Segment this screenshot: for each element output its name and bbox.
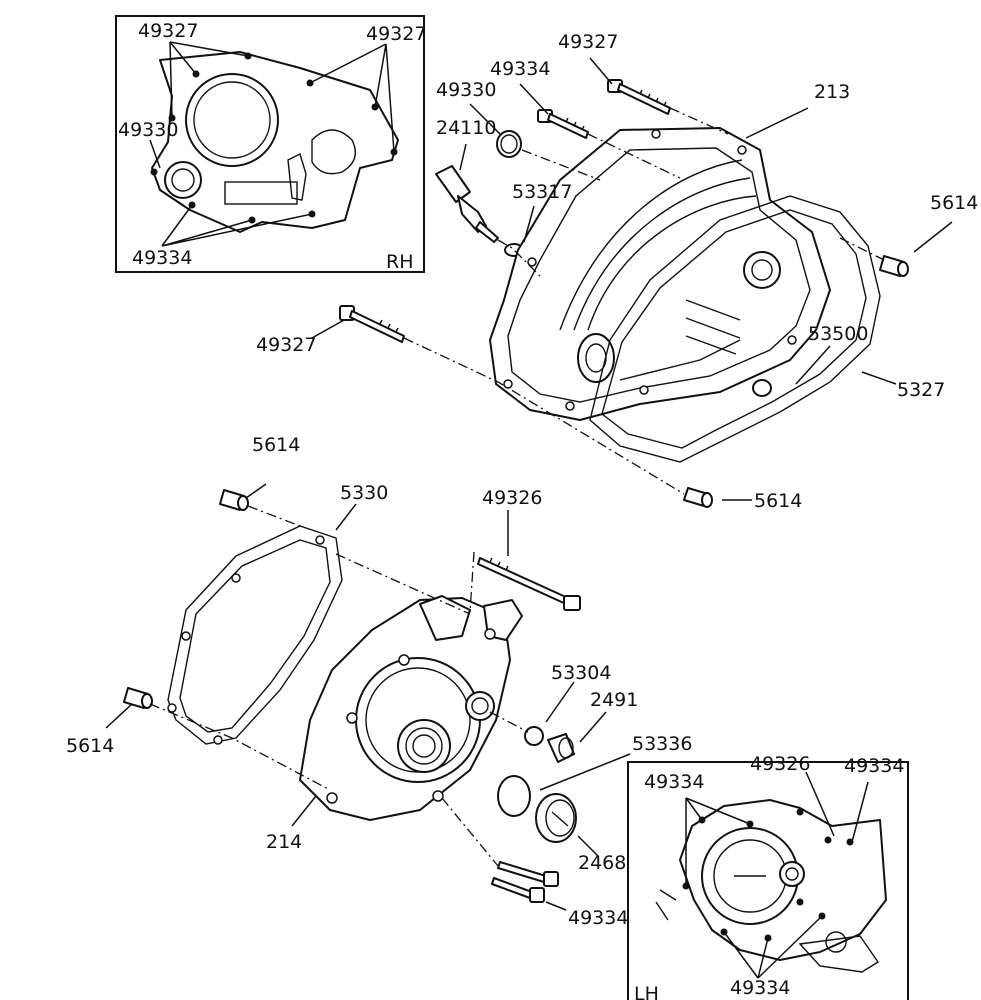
rh-label-49327-top-right: 49327: [366, 23, 426, 45]
oring-49330: [496, 130, 522, 158]
label-53317: 53317: [512, 181, 572, 203]
lower-assembly: 5614 5330 49326 53304 2491 53336 5614 21…: [66, 434, 692, 929]
plug-2468: [535, 793, 577, 843]
label-5614-left: 5614: [66, 735, 114, 757]
lh-leader-lines: [685, 761, 869, 979]
bolts-49334-lower: [491, 861, 559, 903]
oring-53304: [524, 726, 544, 746]
upper-leader-lines: [311, 57, 953, 501]
label-49334-lower: 49334: [568, 907, 628, 929]
rh-label-49334: 49334: [132, 247, 192, 269]
lh-inset: 49334 49326 49334 49334 LH: [627, 753, 909, 1000]
lh-label-49334-bottom: 49334: [730, 977, 790, 999]
label-5330: 5330: [340, 482, 388, 504]
lh-inset-tag: LH: [634, 983, 659, 1000]
gasket-5327: [589, 195, 881, 463]
upper-assembly: 49327 49334 49330 24110 53317 213 5614 5…: [256, 31, 978, 512]
label-53336: 53336: [632, 733, 692, 755]
label-5614-bottom: 5614: [754, 490, 802, 512]
lh-label-49326: 49326: [750, 753, 810, 775]
dowel-5614-bottom: [683, 487, 713, 508]
lh-label-49334-right: 49334: [844, 755, 904, 777]
dowel-5614-top: [219, 489, 249, 511]
rh-inset-tag: RH: [386, 251, 414, 273]
bolt-49327-top: [607, 79, 671, 115]
bolt-49334-upper: [537, 109, 589, 139]
label-49327-bolt-top: 49327: [558, 31, 618, 53]
rh-label-49330: 49330: [118, 119, 178, 141]
label-49330-upper: 49330: [436, 79, 496, 101]
lh-crankcase-cover-214: [299, 595, 523, 821]
lh-inset-frame: [627, 761, 909, 1000]
lh-cover-outline: [655, 799, 887, 973]
label-214: 214: [266, 831, 302, 853]
rh-cover-outline: [150, 51, 399, 233]
label-49327-long-bolt: 49327: [256, 334, 316, 356]
gasket-5330: [167, 525, 343, 745]
label-49326-lower: 49326: [482, 487, 542, 509]
label-213: 213: [814, 81, 850, 103]
dowel-5614-left: [123, 687, 153, 709]
lh-label-49334-left: 49334: [644, 771, 704, 793]
label-49334-upper: 49334: [490, 58, 550, 80]
label-5327: 5327: [897, 379, 945, 401]
lower-leader-lines: [105, 483, 631, 911]
seal-53500: [752, 379, 772, 397]
dowel-5614-right: [879, 255, 909, 277]
label-53500: 53500: [808, 323, 868, 345]
rh-crankcase-cover-213: [489, 127, 831, 421]
rh-leader-lines: [149, 41, 395, 247]
rh-inset: 49327 49327 49330 49334 RH: [115, 15, 426, 273]
plug-2491: [547, 733, 575, 763]
oring-53336: [497, 775, 531, 817]
label-2491: 2491: [590, 689, 638, 711]
label-24110: 24110: [436, 117, 496, 139]
label-5614-right: 5614: [930, 192, 978, 214]
rh-label-49327-top-left: 49327: [138, 20, 198, 42]
bolt-49327-long: [339, 305, 405, 343]
rh-inset-frame: [115, 15, 425, 273]
label-2468: 2468: [578, 852, 626, 874]
label-5614-top: 5614: [252, 434, 300, 456]
bolt-49326: [477, 557, 581, 611]
sensor-24110: [435, 165, 499, 243]
label-53304: 53304: [551, 662, 611, 684]
